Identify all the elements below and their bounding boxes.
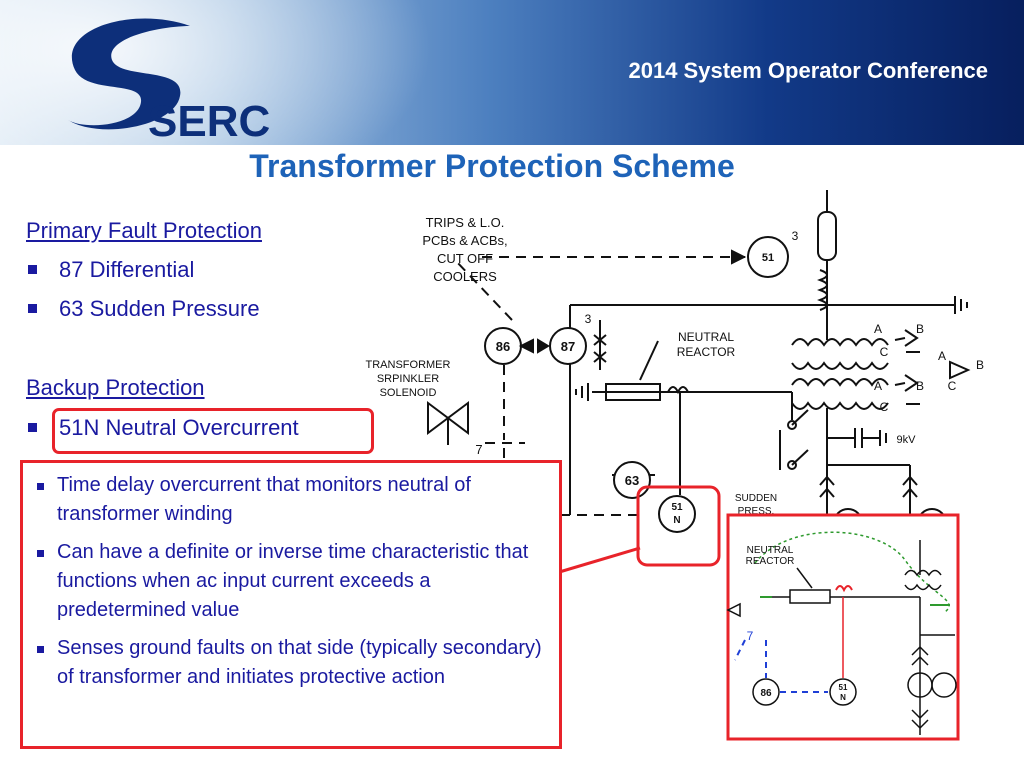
relay-51n-top-label: 51	[671, 502, 683, 513]
disconnect	[819, 475, 835, 498]
trips-label-line3: CUT OFF	[437, 251, 493, 266]
phase-c-label-2: C	[880, 400, 889, 414]
winding-mid	[791, 361, 889, 370]
inset-neutral-reactor-line1: NEUTRAL	[747, 545, 794, 556]
winding-bottom	[791, 401, 889, 410]
sudden-press-label-line2: PRESS.	[738, 506, 775, 517]
neutral-ct	[667, 386, 689, 395]
relay-87	[549, 327, 587, 365]
trips-label-line1: TRIPS & L.O.	[426, 215, 505, 230]
callout-box: Time delay overcurrent that monitors neu…	[20, 460, 562, 749]
phase-a-label-2: A	[874, 379, 882, 393]
phase-a-label-3: A	[938, 349, 946, 363]
callout-bullet-1: Time delay overcurrent that monitors neu…	[37, 471, 549, 529]
phase-b-label-3: B	[976, 358, 984, 372]
relay-51n-highlight	[636, 485, 721, 567]
callout-connector	[555, 546, 641, 575]
sprinkler-label-line3: SOLENOID	[380, 387, 437, 399]
relay-86-label: 86	[496, 339, 510, 354]
bullet-51n-neutral-overcurrent: 51N Neutral Overcurrent	[28, 415, 299, 441]
bullet-square	[37, 483, 44, 490]
phase-a-label: A	[874, 322, 882, 336]
bullet-square	[28, 304, 37, 313]
phase-c-label: C	[880, 345, 889, 359]
delta-symbol	[949, 360, 971, 380]
trips-label-line2: PCBs & ACBs,	[422, 233, 507, 248]
inset-detail: NEUTRAL REACTOR 86 51 N 7	[726, 513, 960, 741]
trips-label-line4: COOLERS	[433, 269, 497, 284]
sprinkler-label-line1: TRANSFORMER	[366, 359, 451, 371]
backup-protection-heading: Backup Protection	[26, 375, 205, 400]
bushing-ct	[817, 269, 828, 311]
conference-title: 2014 System Operator Conference	[628, 58, 989, 83]
bullet-square	[37, 550, 44, 557]
neutral-reactor-label-line2: REACTOR	[677, 345, 736, 359]
relay-51-label: 51	[762, 252, 774, 264]
phase-b-label-2: B	[916, 379, 924, 393]
sudden-press-label-line1: SUDDEN	[735, 493, 777, 504]
inset-relay-86-label: 86	[760, 688, 772, 699]
bullet-square	[28, 423, 37, 432]
slide-title: Transformer Protection Scheme	[249, 148, 735, 184]
bullet-63-sudden-pressure: 63 Sudden Pressure	[28, 296, 260, 322]
callout-list: Time delay overcurrent that monitors neu…	[23, 463, 559, 692]
ct-count-87: 3	[585, 312, 592, 326]
inset-relay-51n-bottom-label: N	[840, 693, 846, 702]
sprinkler-label-line2: SRPINKLER	[377, 373, 439, 385]
ct-count-sprinkler: 7	[475, 442, 482, 457]
callout-bullet-3: Senses ground faults on that side (typic…	[37, 634, 549, 692]
phase-c-label-3: C	[948, 379, 957, 393]
relay-51n	[658, 495, 696, 533]
inset-relay-51n-top-label: 51	[839, 683, 848, 692]
logo-text: SERC	[148, 97, 270, 143]
voltage-label: 9kV	[897, 434, 917, 446]
inset-neutral-reactor-line2: REACTOR	[746, 556, 795, 567]
callout-bullet-2: Can have a definite or inverse time char…	[37, 538, 549, 625]
relay-51n-bottom-label: N	[673, 515, 680, 526]
bushing	[817, 211, 837, 261]
neutral-reactor	[605, 383, 661, 401]
relay-63-label: 63	[625, 473, 639, 488]
sprinkler-valve	[427, 401, 469, 435]
relay-87-label: 87	[561, 339, 575, 354]
bullet-87-differential: 87 Differential	[28, 257, 194, 283]
neutral-reactor-label-line1: NEUTRAL	[678, 330, 734, 344]
phase-b-label: B	[916, 322, 924, 336]
winding-top	[791, 338, 889, 347]
ct-count-51: 3	[792, 229, 799, 243]
highlight-box	[52, 408, 374, 454]
serc-logo: SERC	[68, 18, 270, 143]
inset-ct-count: 7	[747, 629, 754, 643]
bullet-square	[28, 265, 37, 274]
primary-protection-heading: Primary Fault Protection	[26, 218, 262, 243]
header-banner: SERC 2014 System Operator Conference	[0, 0, 1024, 145]
bullet-square	[37, 646, 44, 653]
relay-51	[747, 236, 789, 278]
